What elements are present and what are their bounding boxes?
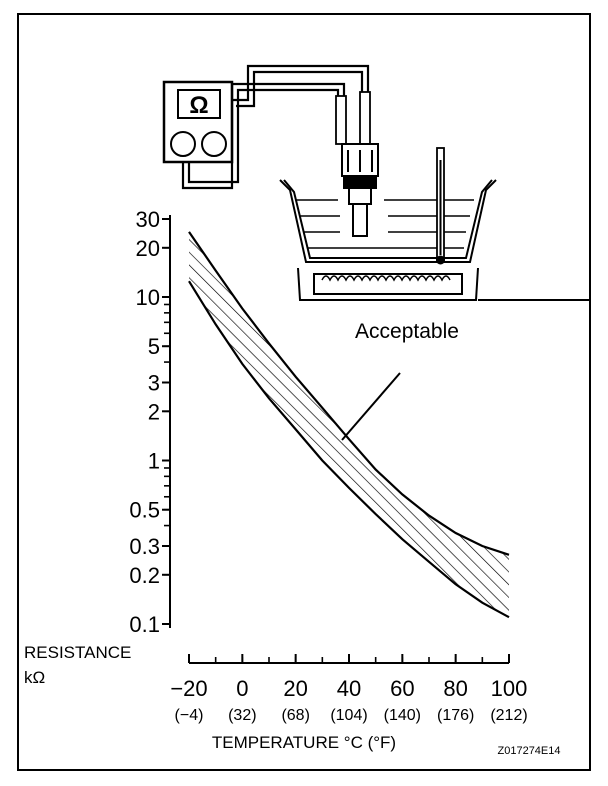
y-tick-label: 2 [148,399,160,424]
y-tick-label: 0.3 [129,534,160,559]
y-tick-label: 10 [136,285,160,310]
x-tick-label: −20 [170,676,207,701]
y-tick-label: 1 [148,449,160,474]
y-tick-label: 3 [148,370,160,395]
y-axis-title-line1: RESISTANCE [24,643,131,662]
x-tick-sublabel: (212) [490,707,527,724]
annotation-acceptable: Acceptable [355,320,459,343]
beaker [279,179,497,263]
temperature-sensor [341,143,379,237]
heater [297,267,590,301]
water [296,199,474,249]
y-tick-label: 0.5 [129,498,160,523]
band-lower-limit-line [188,280,510,619]
meter-jack-right [201,131,227,157]
x-tick-sublabel: (32) [228,707,256,724]
y-tick-label: 5 [148,334,160,359]
x-tick-label: 0 [236,676,248,701]
band-upper-limit-line [188,231,510,556]
x-tick-label: 20 [283,676,307,701]
acceptable-band [189,231,509,618]
x-tick-label: 80 [443,676,467,701]
x-tick-sublabel: (176) [437,707,474,724]
ohm-symbol: Ω [189,92,208,119]
y-tick-label: 0.2 [129,563,160,588]
figure-code: Z017274E14 [498,745,561,757]
test-leads [181,64,370,190]
x-tick-sublabel: (−4) [175,707,204,724]
x-axis-title: TEMPERATURE °C (°F) [212,733,396,752]
x-tick-sublabel: (140) [384,707,421,724]
x-tick-label: 40 [337,676,361,701]
y-tick-label: 20 [136,236,160,261]
y-tick-label: 30 [136,207,160,232]
x-tick-label: 100 [491,676,528,701]
thermometer [436,147,445,265]
chart: 30 20 10 5 3 2 1 0.5 0.3 0.2 0.1 −20 (−4) 0 (32) 20 (68)… [129,207,527,724]
ohmmeter: Ω [162,80,234,164]
y-axis-title-line2: kΩ [24,668,45,687]
meter-jack-left [170,131,196,157]
acceptable-leader-line [341,372,401,441]
test-setup-illustration: Ω [162,64,590,301]
x-tick-sublabel: (104) [330,707,367,724]
y-tick-label: 0.1 [129,612,160,637]
x-tick-sublabel: (68) [281,707,309,724]
x-tick-label: 60 [390,676,414,701]
